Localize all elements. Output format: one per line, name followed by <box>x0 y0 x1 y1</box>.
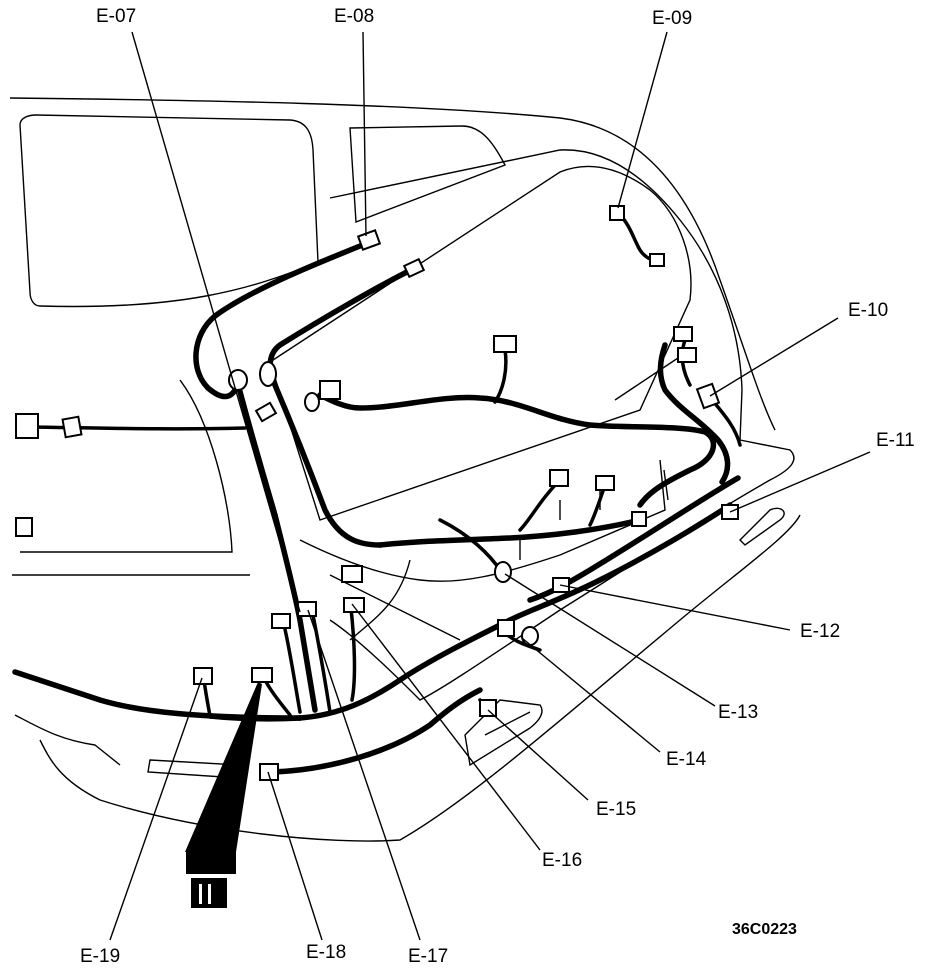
label-e17: E-17 <box>408 946 448 967</box>
connector-center-a <box>549 469 569 487</box>
connector-ground <box>251 667 273 683</box>
label-e18: E-18 <box>306 942 346 963</box>
label-e13: E-13 <box>718 702 758 723</box>
label-e10: E-10 <box>848 300 888 321</box>
connector-e10 <box>695 382 721 410</box>
connector-e15 <box>479 699 497 717</box>
connector-e08 <box>356 229 382 251</box>
leader-e07 <box>131 31 301 613</box>
label-e15: E-15 <box>596 799 636 820</box>
vehicle-body-outline <box>9 97 801 842</box>
leader-e15 <box>487 709 589 801</box>
connector-center-b <box>595 475 615 491</box>
label-e19: E-19 <box>80 946 120 967</box>
connector-door-clip <box>61 415 83 439</box>
figure-code: 36C0223 <box>732 921 797 938</box>
connector-right-top-b <box>677 347 697 363</box>
leader-e08 <box>362 31 367 237</box>
connector-door-lower <box>15 517 33 537</box>
connector-e14-b <box>521 626 539 646</box>
label-e16: E-16 <box>542 850 582 871</box>
leader-e14 <box>521 637 661 753</box>
connector-e09 <box>609 205 625 221</box>
connectors <box>15 205 739 781</box>
connector-window-end <box>304 392 320 412</box>
leader-e11 <box>729 451 871 513</box>
label-e07: E-07 <box>96 6 136 27</box>
callout-labels: E-07 E-08 E-09 E-10 E-11 E-12 E-13 E-14 … <box>80 6 915 967</box>
connector-e19 <box>193 667 213 685</box>
view-pointer-icon <box>185 682 262 908</box>
leader-e16 <box>351 603 541 851</box>
connector-inner-top <box>402 257 426 279</box>
connector-e11 <box>721 504 739 520</box>
leader-e19 <box>109 677 203 941</box>
connector-top-center <box>493 335 517 353</box>
connector-e13 <box>494 561 512 583</box>
leader-e12 <box>559 584 791 631</box>
harness-wires <box>12 213 742 775</box>
leader-lines <box>109 31 871 941</box>
leader-e18 <box>267 771 323 941</box>
label-e11: E-11 <box>876 430 915 451</box>
connector-center-c <box>631 511 647 527</box>
label-e14: E-14 <box>666 749 707 770</box>
connector-e17-b <box>271 613 291 629</box>
leader-e13 <box>504 573 716 707</box>
leader-e09 <box>617 31 668 209</box>
connector-e14 <box>497 619 515 637</box>
leader-e10 <box>709 317 839 397</box>
connector-hinge-right <box>259 361 277 387</box>
connector-hinge-clip <box>254 401 278 423</box>
connector-e18 <box>259 763 279 781</box>
connector-left-window <box>319 380 341 400</box>
connector-e16-a <box>341 565 363 583</box>
connector-e09-end <box>649 253 665 267</box>
connector-hinge-left <box>228 369 248 391</box>
label-e09: E-09 <box>652 8 692 29</box>
connector-e17 <box>297 601 317 617</box>
connector-right-top-a <box>673 326 693 342</box>
label-e12: E-12 <box>800 621 840 642</box>
connector-door-grommet <box>15 413 39 439</box>
leader-e17 <box>307 609 421 941</box>
label-e08: E-08 <box>334 6 374 27</box>
connector-e16-b <box>343 597 365 613</box>
